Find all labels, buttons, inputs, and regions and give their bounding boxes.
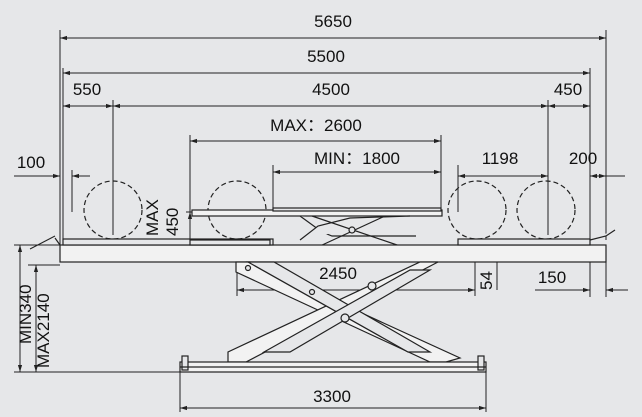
dim-200: 200	[569, 149, 597, 168]
dim-4500: 4500	[312, 80, 350, 99]
wheel-left-front	[83, 180, 143, 240]
main-platform	[54, 229, 616, 263]
dim-54: 54	[477, 271, 496, 290]
dim-150: 150	[538, 268, 566, 287]
dimension-lines	[14, 35, 628, 411]
dim-550: 550	[73, 80, 101, 99]
wheel-right-rear	[447, 180, 507, 240]
dim-1198: 1198	[482, 149, 519, 168]
dim-2450: 2450	[319, 264, 357, 283]
dim-100: 100	[17, 153, 45, 172]
main-scissor	[227, 261, 462, 363]
dim-min-1800: MIN：1800	[314, 149, 400, 168]
dim-3300: 3300	[313, 387, 351, 406]
dim-min340: MIN340	[16, 284, 35, 344]
secondary-jack	[191, 207, 443, 247]
base-frame	[179, 355, 487, 373]
runway	[59, 244, 607, 263]
dim-5500: 5500	[307, 47, 345, 66]
dim-5650: 5650	[314, 12, 352, 31]
dim-450: 450	[554, 80, 582, 99]
dim-max-2600: MAX：2600	[270, 116, 362, 135]
wheel-right-front	[516, 180, 576, 240]
dim-450-vertical: 450	[163, 208, 182, 236]
dim-max2140: MAX2140	[34, 293, 53, 368]
dimension-labels: 5650 5500 550 4500 450 MAX：2600 MIN：1800…	[16, 12, 597, 406]
dim-max-label: MAX	[143, 199, 162, 236]
